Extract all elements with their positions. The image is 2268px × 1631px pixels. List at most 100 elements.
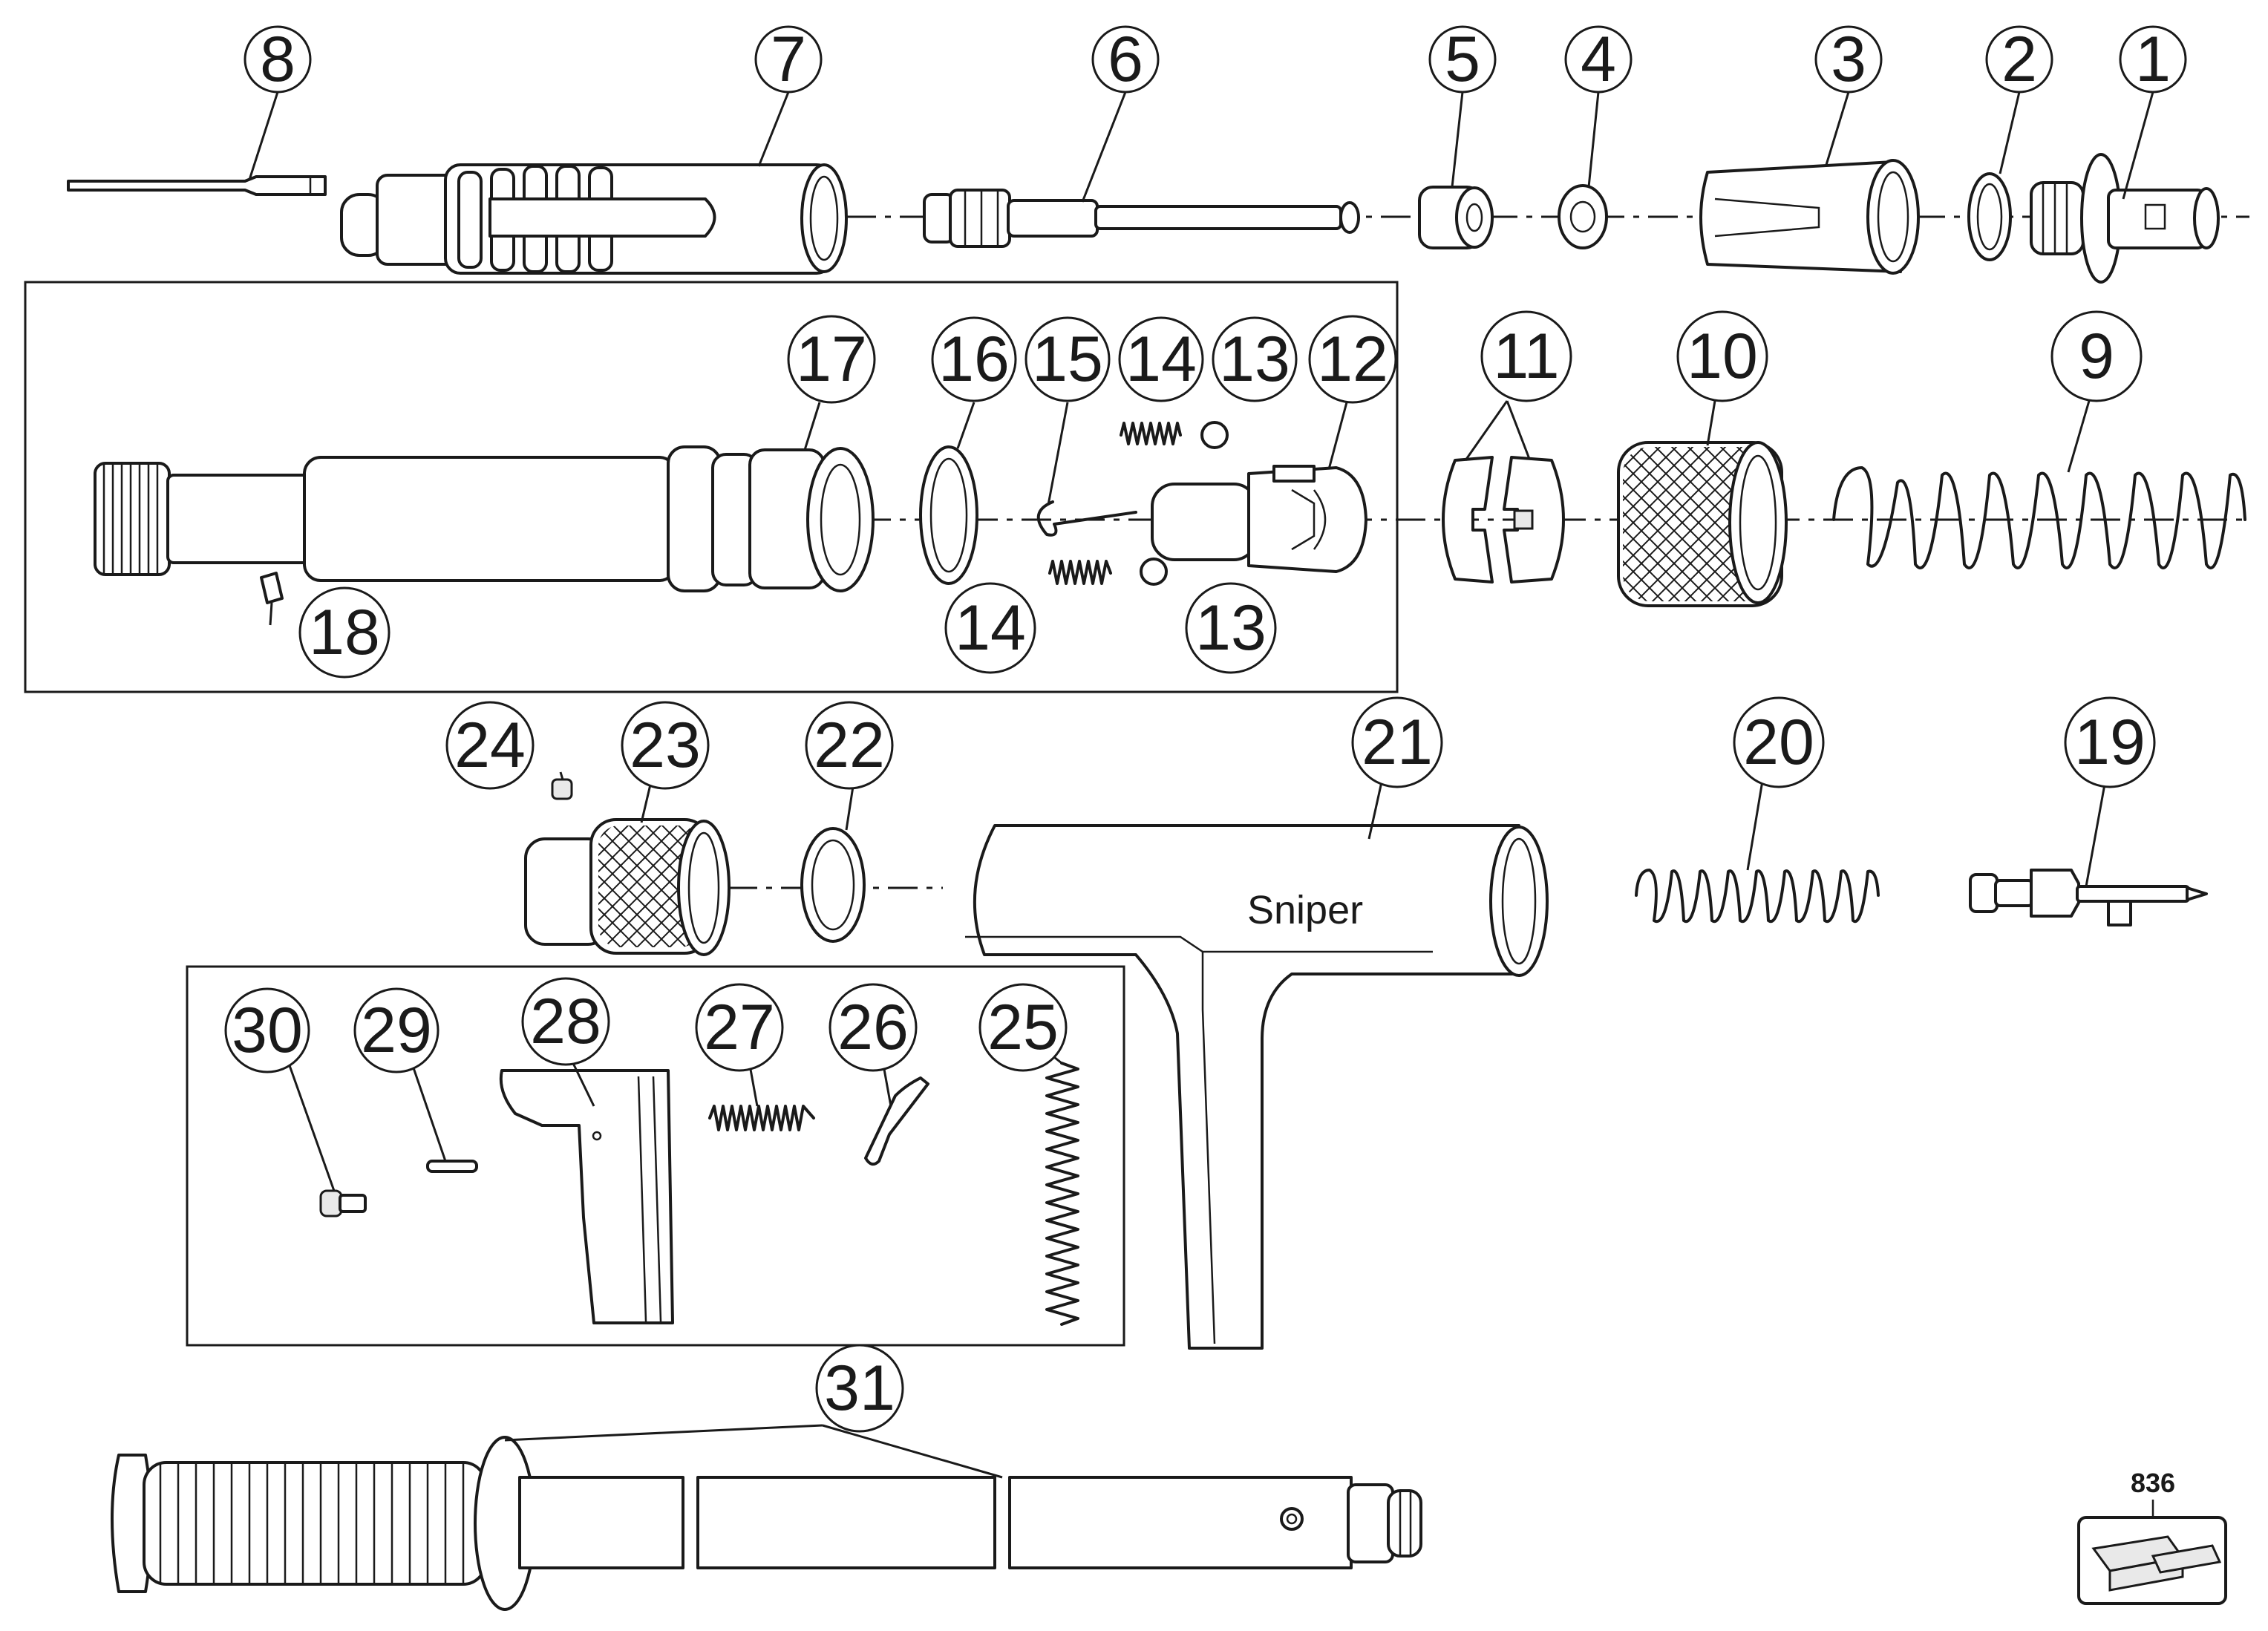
svg-text:12: 12 xyxy=(1317,324,1388,395)
svg-text:27: 27 xyxy=(704,992,775,1063)
callout-22: 22 xyxy=(805,701,894,790)
svg-text:14: 14 xyxy=(1125,324,1197,395)
part-6-firing-pin xyxy=(923,189,1360,248)
svg-text:21: 21 xyxy=(1362,707,1433,778)
part-14-lower-spring xyxy=(1048,560,1112,585)
callout-9: 9 xyxy=(2050,310,2143,402)
part-11-split-ring xyxy=(1442,456,1565,584)
callout-27: 27 xyxy=(695,983,784,1072)
barrel-assembly-frame xyxy=(24,281,1399,693)
page-code-block: 836 xyxy=(2077,1468,2227,1605)
svg-text:11: 11 xyxy=(1493,321,1559,392)
part-7-piston xyxy=(340,163,848,275)
svg-text:24: 24 xyxy=(454,710,526,781)
part-28-trigger xyxy=(499,1069,674,1324)
callout-2: 2 xyxy=(1985,24,2053,95)
part-13-upper-ball xyxy=(1200,421,1229,449)
leader-lines xyxy=(248,91,2154,1479)
callout-14-lower: 14 xyxy=(944,582,1036,674)
svg-text:16: 16 xyxy=(938,324,1010,395)
callout-7: 7 xyxy=(754,24,823,95)
part-3-split-sleeve xyxy=(1699,159,1920,275)
part-9-large-spring xyxy=(1832,466,2246,569)
svg-text:2: 2 xyxy=(2001,24,2037,95)
part-16-o-ring xyxy=(919,445,978,585)
svg-text:26: 26 xyxy=(837,992,909,1063)
part-24-small-nut xyxy=(551,778,573,800)
callout-23: 23 xyxy=(621,701,710,790)
callout-14-upper: 14 xyxy=(1118,316,1204,402)
part-8-rod xyxy=(67,175,327,196)
svg-text:28: 28 xyxy=(530,986,601,1057)
svg-text:20: 20 xyxy=(1743,707,1814,778)
svg-text:30: 30 xyxy=(232,995,303,1066)
callout-25: 25 xyxy=(978,983,1068,1072)
callout-1: 1 xyxy=(2119,24,2187,95)
callout-6: 6 xyxy=(1091,24,1160,95)
part-22-o-ring xyxy=(800,827,866,943)
part-27-spring xyxy=(708,1105,815,1131)
svg-text:6: 6 xyxy=(1108,24,1143,95)
part-25-long-spring xyxy=(1045,1062,1079,1326)
svg-text:10: 10 xyxy=(1687,321,1758,392)
svg-text:17: 17 xyxy=(796,324,867,395)
part-23-knurled-cap xyxy=(524,818,731,956)
part-14-upper-spring xyxy=(1120,422,1182,445)
svg-text:22: 22 xyxy=(814,710,885,781)
callout-4: 4 xyxy=(1564,24,1633,95)
callout-17: 17 xyxy=(787,315,876,404)
part-18-pin xyxy=(260,572,284,604)
callout-16: 16 xyxy=(931,316,1017,402)
svg-text:1: 1 xyxy=(2135,24,2171,95)
part-2-o-ring xyxy=(1967,172,2012,261)
part-20-spring xyxy=(1635,869,1880,924)
callout-5: 5 xyxy=(1428,24,1497,95)
part-30-screw xyxy=(319,1189,367,1217)
part-12-collet xyxy=(1151,465,1367,573)
callout-24: 24 xyxy=(445,701,535,790)
housing-brand-label: Sniper xyxy=(1247,888,1363,932)
callout-10: 10 xyxy=(1676,310,1768,402)
part-19-trigger-pin xyxy=(1969,869,2208,926)
part-13-lower-ball xyxy=(1140,558,1168,586)
part-21-housing xyxy=(965,824,1549,1350)
callout-18: 18 xyxy=(298,586,390,679)
callout-28: 28 xyxy=(521,977,610,1066)
svg-text:25: 25 xyxy=(987,992,1059,1063)
callout-15: 15 xyxy=(1024,316,1111,402)
part-15-wire-clip xyxy=(1036,500,1137,537)
part-26-lever xyxy=(864,1076,929,1166)
svg-text:8: 8 xyxy=(260,24,295,95)
part-17-barrel xyxy=(94,445,875,592)
callout-20: 20 xyxy=(1733,696,1825,788)
callout-30: 30 xyxy=(224,987,310,1073)
callout-26: 26 xyxy=(829,983,918,1072)
callout-29: 29 xyxy=(353,987,439,1073)
callout-8: 8 xyxy=(244,24,312,95)
svg-text:9: 9 xyxy=(2079,321,2114,392)
svg-text:18: 18 xyxy=(309,597,380,668)
toolbox-icon xyxy=(2077,1516,2227,1605)
callout-21: 21 xyxy=(1351,696,1443,788)
callout-12: 12 xyxy=(1308,315,1397,404)
svg-text:7: 7 xyxy=(771,24,806,95)
svg-text:13: 13 xyxy=(1219,324,1290,395)
callout-11: 11 xyxy=(1480,310,1572,402)
svg-text:15: 15 xyxy=(1032,324,1103,395)
svg-text:13: 13 xyxy=(1195,592,1267,664)
part-10-knurled-nut xyxy=(1617,441,1788,607)
svg-text:3: 3 xyxy=(1831,24,1866,95)
svg-text:29: 29 xyxy=(361,995,432,1066)
part-5-bushing xyxy=(1418,186,1494,249)
svg-text:19: 19 xyxy=(2074,707,2146,778)
svg-text:31: 31 xyxy=(824,1353,895,1424)
page-code-label: 836 xyxy=(2131,1468,2175,1498)
trigger-assembly-frame xyxy=(186,965,1125,1347)
part-29-pin xyxy=(426,1160,478,1173)
part-4-washer xyxy=(1558,184,1608,249)
svg-text:4: 4 xyxy=(1581,24,1616,95)
callout-19: 19 xyxy=(2064,696,2156,788)
callout-31: 31 xyxy=(815,1344,904,1433)
svg-text:14: 14 xyxy=(955,592,1026,664)
part-1-nose-piece xyxy=(2030,153,2220,284)
